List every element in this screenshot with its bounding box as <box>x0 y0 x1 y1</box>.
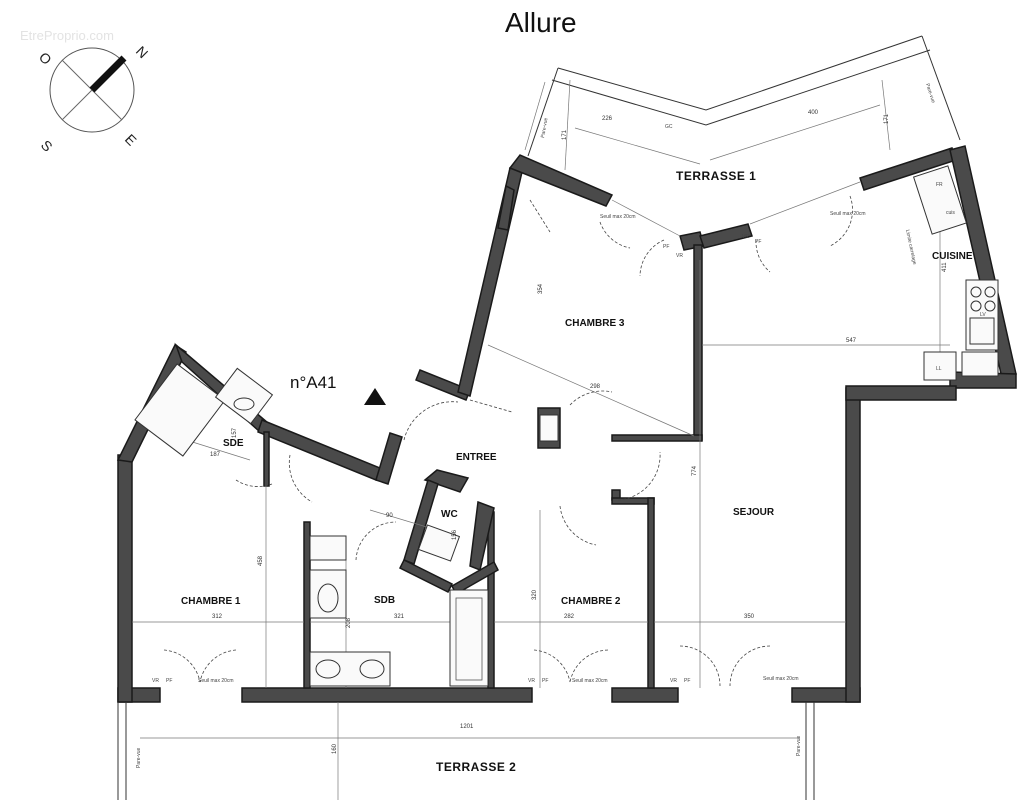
room-label-entree: ENTREE <box>456 452 497 463</box>
dim-label: 350 <box>744 614 755 620</box>
dim-label: 320 <box>532 589 538 600</box>
gc-label: GC <box>665 124 673 130</box>
room-label-chambre-3: CHAMBRE 3 <box>565 318 625 329</box>
pare-vue-label: Pare-vue <box>924 83 936 104</box>
washer-label: LL <box>936 366 942 372</box>
room-label-wc: WC <box>441 509 458 520</box>
compass-west: O <box>36 49 55 68</box>
wc-toilet <box>417 524 461 562</box>
vr-label: VR <box>528 678 535 684</box>
dim-label: 312 <box>212 614 223 620</box>
fridge-label: FR <box>936 182 943 188</box>
pf-label: PF <box>663 244 669 250</box>
room-label-chambre-2: CHAMBRE 2 <box>561 596 621 607</box>
dim-label: 171 <box>884 113 890 124</box>
terrace-1-outline <box>524 35 961 237</box>
terrace-2-outline <box>117 702 815 800</box>
fixtures <box>134 165 999 687</box>
terrace-1-label: TERRASSE 1 <box>676 169 756 183</box>
sdb-double-sink <box>309 651 391 687</box>
kitchen-fridge <box>912 165 968 235</box>
vr-label: VR <box>676 253 683 259</box>
dim-label: 774 <box>692 465 698 476</box>
seuil-label: Seuil max 20cm <box>830 211 866 217</box>
sde-sink <box>214 367 274 425</box>
vr-label: VR <box>670 678 677 684</box>
dim-label: 354 <box>538 283 544 294</box>
plan-title: Allure <box>505 7 577 38</box>
pf-label: PF <box>755 239 761 245</box>
dim-label: 160 <box>332 743 338 754</box>
pf-label: PF <box>684 678 690 684</box>
kitchen-washer <box>923 351 957 381</box>
dim-label: 547 <box>846 338 857 344</box>
compass-needle-icon <box>89 55 127 93</box>
vr-label: VR <box>152 678 159 684</box>
kitchen-sink <box>961 351 999 377</box>
compass-south: S <box>38 137 56 155</box>
dim-label: 208 <box>346 617 352 628</box>
entry-closet <box>539 414 559 442</box>
cooktop-label: cuis <box>946 210 955 216</box>
doors <box>163 195 853 687</box>
dim-label: 226 <box>602 116 613 122</box>
dim-label: 282 <box>564 614 575 620</box>
compass-north: N <box>133 43 151 61</box>
pare-vue-label: Pare-vue <box>540 117 549 138</box>
shower-tray <box>134 363 226 457</box>
seuil-label: Seuil max 20cm <box>763 676 799 682</box>
room-label-sde: SDE <box>223 438 244 449</box>
dim-label: 458 <box>258 555 264 566</box>
room-label-sdb: SDB <box>374 595 395 606</box>
pf-label: PF <box>166 678 172 684</box>
seuil-label: Seuil max 20cm <box>600 214 636 220</box>
room-label-cuisine: CUISINE <box>932 251 973 262</box>
dim-label: 321 <box>394 614 405 620</box>
pare-vue-label: Pare-vue <box>136 747 142 768</box>
compass-east: E <box>122 131 140 149</box>
exterior-walls <box>116 145 1017 703</box>
sdb-toilet <box>309 569 347 619</box>
dim-label: 157 <box>232 427 238 438</box>
dim-label: 298 <box>590 384 601 390</box>
seuil-label: Seuil max 20cm <box>198 678 234 684</box>
dishwasher-label: LV <box>980 312 986 318</box>
dim-label: 1201 <box>460 724 474 730</box>
dim-label: 171 <box>562 129 568 140</box>
seuil-label: Seuil max 20cm <box>572 678 608 684</box>
watermark: EtreProprio.com <box>20 28 114 43</box>
sdb-cabinet <box>309 535 347 561</box>
room-label-chambre-1: CHAMBRE 1 <box>181 596 241 607</box>
pare-vue-label: Pare-vue <box>796 735 802 756</box>
dim-label: 187 <box>210 452 221 458</box>
vr-label: VR <box>742 234 749 240</box>
compass: N E S O <box>36 43 151 155</box>
entrance-marker-icon <box>364 388 386 405</box>
dim-label: 411 <box>942 262 948 272</box>
room-label-sejour: SEJOUR <box>733 507 775 518</box>
dim-label: 400 <box>808 110 819 116</box>
lot-number: n°A41 <box>290 373 337 392</box>
terrace-2-label: TERRASSE 2 <box>436 760 516 774</box>
dim-label: 90 <box>386 513 393 519</box>
pf-label: PF <box>542 678 548 684</box>
limite-carrelage-label: Limite carrelage <box>904 229 917 265</box>
dim-label: 156 <box>452 529 458 540</box>
